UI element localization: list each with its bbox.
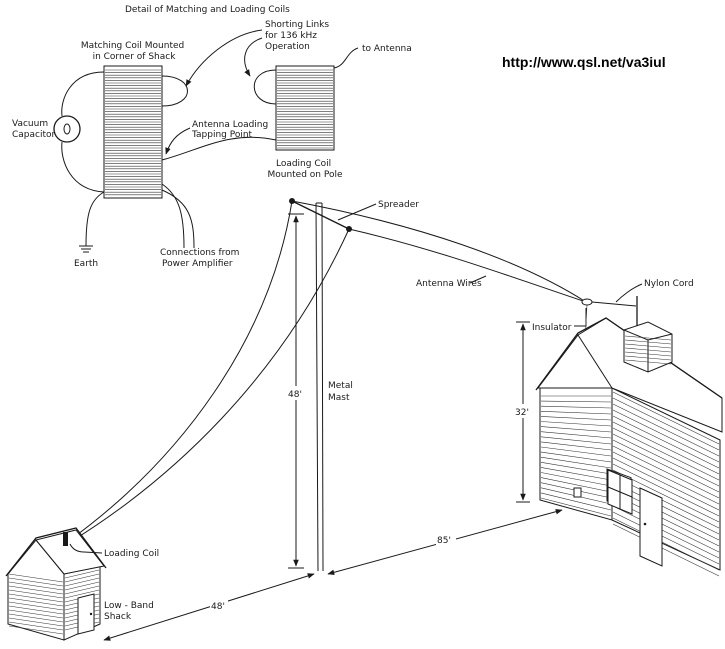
- antenna-wires-label: Antenna Wires: [416, 279, 482, 289]
- amp-wire-1: [161, 183, 185, 249]
- shack-label: Low - Band Shack: [104, 601, 157, 622]
- antenna-wires-leader: [469, 275, 487, 284]
- matching-coil: [103, 65, 163, 199]
- loading-coil-pole: [253, 65, 335, 151]
- feed-wire-2: [71, 228, 350, 542]
- house-height-label: 32': [515, 408, 529, 418]
- mast-height-label: 48': [288, 390, 302, 400]
- metal-mast: [315, 202, 324, 572]
- nylon-cord-label: Nylon Cord: [644, 279, 694, 289]
- feed-wire-1: [69, 200, 293, 541]
- chimney: [623, 321, 673, 373]
- shack-to-mast-dimension: [103, 573, 315, 641]
- shack-to-mast-label: 48': [211, 602, 225, 612]
- connections-label: Connections from Power Amplifier: [160, 248, 242, 269]
- insulator-label: Insulator: [532, 323, 572, 333]
- insulator-leader: [574, 308, 587, 327]
- vacuum-capacitor-label: Vacuum Capacitor: [12, 119, 56, 140]
- metal-mast-label: Metal Mast: [328, 381, 356, 403]
- vacuum-capacitor-icon: [53, 71, 105, 193]
- tapping-wire: [161, 136, 277, 161]
- loading-coil-leader: [69, 543, 103, 554]
- insulator: [581, 298, 593, 306]
- shack-loading-coil: [63, 532, 68, 546]
- to-antenna-wire: [333, 47, 359, 69]
- to-antenna-label: to Antenna: [362, 44, 412, 54]
- low-band-shack: [5, 527, 107, 641]
- antenna-wire-upper: [291, 200, 587, 303]
- source-url: http://www.qsl.net/va3iul: [502, 54, 666, 70]
- detail-title: Detail of Matching and Loading Coils: [125, 5, 290, 15]
- mast-to-house-label: 85': [437, 536, 451, 546]
- spreader: [291, 200, 350, 230]
- shorting-link-arrow-2: [244, 37, 263, 77]
- nylon-cord-leader: [615, 283, 643, 303]
- tapping-point-label: Antenna Loading Tapping Point: [191, 120, 271, 140]
- spreader-leader: [337, 203, 377, 221]
- loading-coil-pole-label: Loading Coil Mounted on Pole: [267, 159, 343, 180]
- tapping-point-arrow: [165, 127, 191, 155]
- nylon-cord: [591, 301, 637, 307]
- earth-label: Earth: [74, 259, 98, 269]
- spreader-label: Spreader: [378, 200, 419, 210]
- earth-wire: [85, 191, 105, 247]
- shorting-link-arrow-1: [185, 29, 263, 87]
- antenna-wire-lower: [348, 228, 587, 303]
- loading-coil-label: Loading Coil: [104, 549, 159, 559]
- shorting-links-label: Shorting Links for 136 kHz Operation: [265, 20, 332, 52]
- amp-wire-2: [161, 189, 195, 249]
- earth-ground-icon: [79, 245, 93, 253]
- matching-coil-label: Matching Coil Mounted in Corner of Shack: [81, 41, 187, 62]
- matching-shorting-link: [161, 75, 188, 107]
